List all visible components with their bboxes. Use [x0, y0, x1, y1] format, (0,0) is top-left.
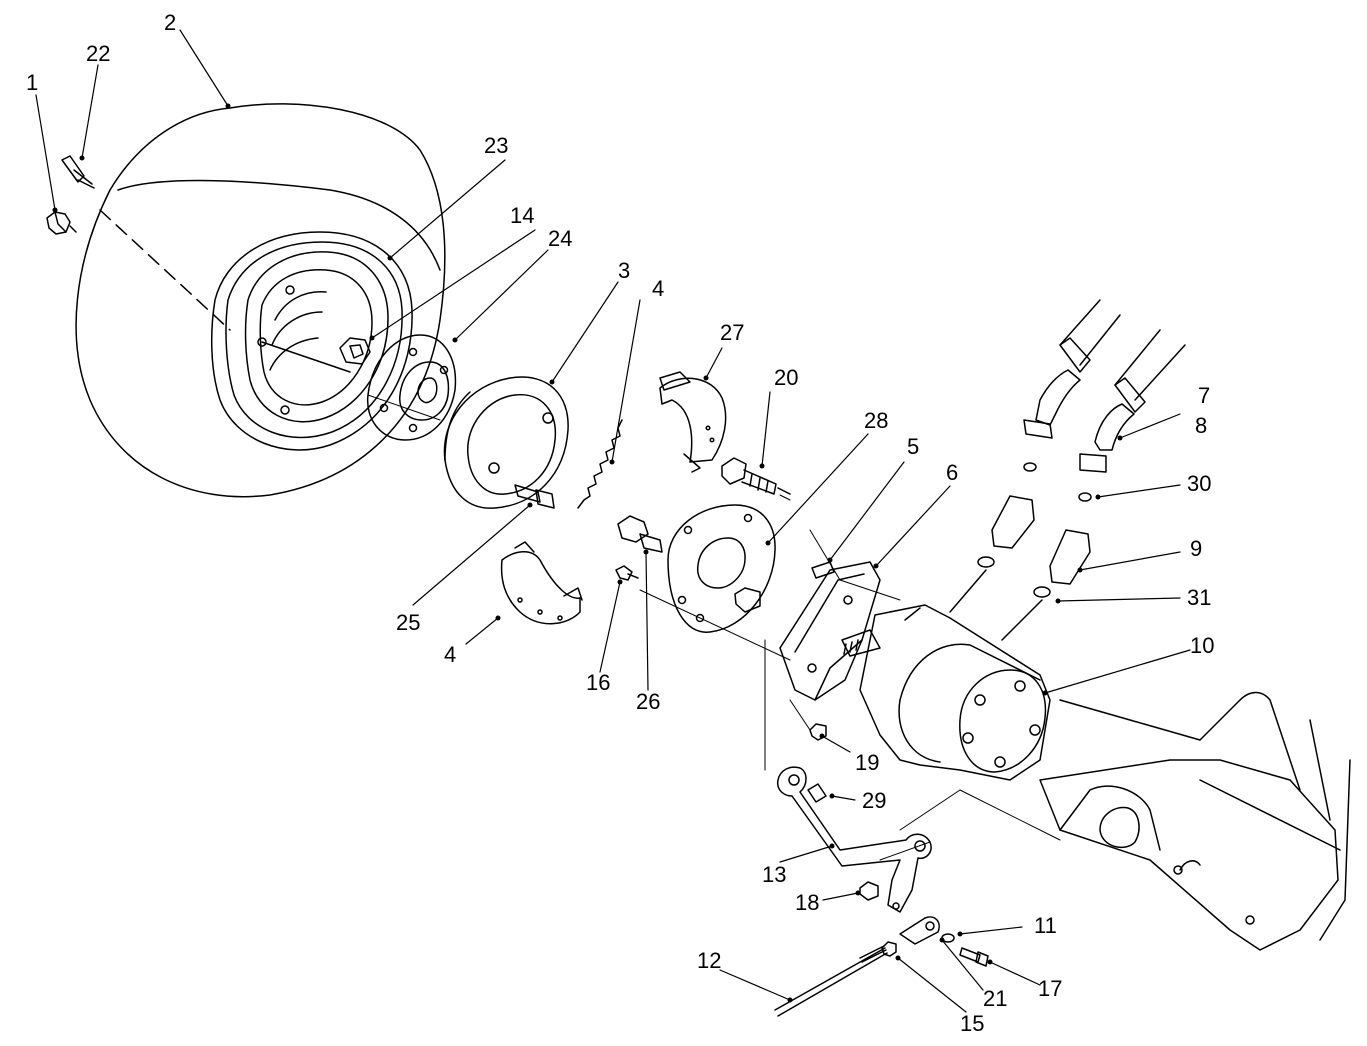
brake-drum [443, 376, 569, 509]
callout-2: 2 [164, 10, 177, 35]
long-bolt [721, 457, 791, 495]
callout-19: 19 [855, 750, 880, 775]
callout-6: 6 [946, 460, 959, 485]
callout-10: 10 [1190, 633, 1215, 658]
callout-25: 25 [396, 610, 421, 635]
wheel-hub [366, 334, 457, 441]
callout-11: 11 [1034, 913, 1057, 938]
brake-rod [774, 945, 888, 1017]
callout-22: 22 [86, 41, 111, 66]
hydraulic-hoses [949, 299, 1186, 641]
callout-1: 1 [26, 70, 39, 95]
leader-dots [52, 103, 1123, 1003]
spring [577, 419, 623, 509]
brake-shoe-lower [500, 541, 583, 625]
callout-14: 14 [510, 203, 535, 228]
callout-8: 8 [1195, 413, 1208, 438]
motor-nut [809, 723, 827, 741]
hydraulic-motor [841, 604, 1051, 781]
backing-plate [667, 504, 776, 633]
callout-21: 21 [983, 986, 1008, 1011]
lever-clip [807, 783, 827, 803]
callout-17: 17 [1038, 976, 1063, 1001]
callout-30: 30 [1187, 471, 1212, 496]
callout-18: 18 [795, 890, 820, 915]
callout-31: 31 [1187, 585, 1212, 610]
callout-15: 15 [960, 1011, 985, 1036]
callout-3: 3 [618, 258, 631, 283]
lug-nut [46, 211, 77, 235]
callout-27: 27 [720, 320, 745, 345]
callout-4-spring: 4 [652, 276, 665, 301]
callout-26: 26 [636, 689, 661, 714]
callout-13: 13 [762, 862, 787, 887]
clevis-bolt [959, 947, 989, 967]
callout-16: 16 [586, 670, 611, 695]
callout-24: 24 [548, 226, 573, 251]
callout-9: 9 [1190, 536, 1203, 561]
callout-29: 29 [862, 788, 887, 813]
brake-cam [617, 515, 663, 553]
callout-7: 7 [1198, 383, 1211, 408]
brake-shoe-upper [659, 371, 727, 473]
brake-lever [776, 766, 932, 913]
callout-4-shoe: 4 [444, 642, 457, 667]
rod-end [899, 916, 940, 945]
callout-20: 20 [774, 365, 799, 390]
shaft-key [811, 561, 835, 579]
small-screw [615, 565, 639, 581]
callout-5: 5 [907, 434, 920, 459]
callout-12: 12 [697, 948, 722, 973]
drum-bolt [514, 484, 555, 509]
lever-nut [859, 881, 879, 901]
callout-23: 23 [484, 133, 509, 158]
hex-nut [339, 337, 371, 365]
motor-mount [779, 561, 881, 701]
wheel-stud [61, 155, 95, 189]
frame-arm [1039, 691, 1351, 951]
tire [75, 103, 446, 498]
assembly-lines [367, 394, 1061, 861]
callout-28: 28 [864, 408, 889, 433]
leader-lines [35, 29, 1191, 1013]
